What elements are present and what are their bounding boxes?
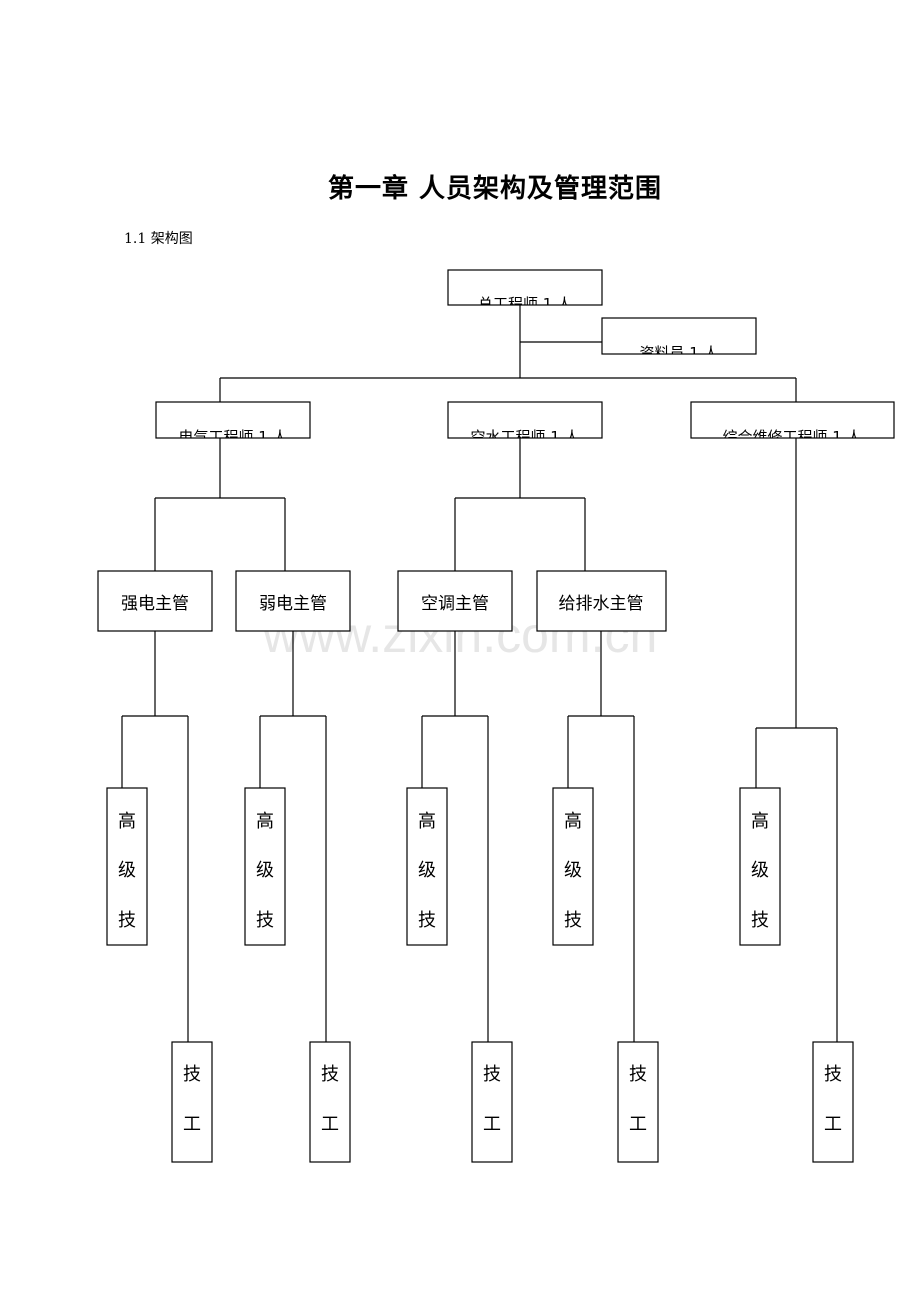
section-heading: 1.1 架构图 (124, 228, 193, 248)
air-conditioning-supervisor-label: 空调主管 (421, 594, 489, 614)
water-supply-drainage-supervisor-label: 给排水主管 (559, 594, 644, 614)
technician-char: 技 (321, 1064, 339, 1085)
hvac-plumbing-engineer-label: 空水工程师 1 人 (470, 428, 579, 446)
senior-tech-char: 级 (256, 860, 274, 881)
senior-technician-node: 高 级 技 (552, 787, 594, 946)
hvac-plumbing-engineer-node: 空水工程师 1 人 (447, 401, 603, 446)
senior-technician-node: 高 级 技 (106, 787, 148, 946)
water-supply-drainage-supervisor-node: 给排水主管 (536, 570, 667, 632)
maintenance-engineer-label: 综合维修工程师 1 人 (722, 428, 861, 446)
weak-current-supervisor-node: 弱电主管 (235, 570, 351, 632)
technician-char: 技 (629, 1064, 647, 1085)
section-number: 1.1 (124, 231, 147, 247)
connector-lines (121, 305, 838, 1042)
senior-tech-char: 技 (256, 910, 274, 931)
strong-current-supervisor-label: 强电主管 (121, 594, 189, 614)
technician-node: 技 工 (309, 1041, 351, 1163)
maintenance-engineer-node: 综合维修工程师 1 人 (690, 401, 895, 446)
electrical-engineer-node: 电气工程师 1 人 (155, 401, 311, 446)
senior-tech-char: 高 (564, 811, 582, 832)
clerk-label: 资料员 1 人 (639, 344, 718, 362)
technician-char: 工 (483, 1114, 501, 1135)
section-title: 架构图 (150, 231, 193, 247)
senior-technician-node: 高 级 技 (244, 787, 286, 946)
senior-tech-char: 技 (751, 910, 769, 931)
technician-node: 技 工 (812, 1041, 854, 1163)
chief-engineer-label: 总工程师 1 人 (478, 295, 572, 313)
senior-tech-char: 高 (418, 811, 436, 832)
technician-char: 工 (183, 1114, 201, 1135)
technician-node: 技 工 (617, 1041, 659, 1163)
senior-technician-node: 高 级 技 (406, 787, 448, 946)
technician-char: 工 (629, 1114, 647, 1135)
technician-char: 工 (824, 1114, 842, 1135)
air-conditioning-supervisor-node: 空调主管 (397, 570, 513, 632)
page-title: 第一章 人员架构及管理范围 (327, 174, 663, 204)
senior-technician-node: 高 级 技 (739, 787, 781, 946)
chief-engineer-node: 总工程师 1 人 (447, 269, 603, 313)
senior-tech-char: 技 (418, 910, 436, 931)
technician-node: 技 工 (471, 1041, 513, 1163)
weak-current-supervisor-label: 弱电主管 (259, 594, 327, 614)
senior-tech-char: 级 (418, 860, 436, 881)
senior-tech-char: 高 (751, 811, 769, 832)
senior-tech-char: 级 (751, 860, 769, 881)
technician-node: 技 工 (171, 1041, 213, 1163)
technician-char: 技 (183, 1064, 201, 1085)
electrical-engineer-label: 电气工程师 1 人 (178, 428, 287, 446)
technician-char: 技 (483, 1064, 501, 1085)
senior-tech-char: 高 (256, 811, 274, 832)
strong-current-supervisor-node: 强电主管 (97, 570, 213, 632)
technician-char: 工 (321, 1114, 339, 1135)
technician-char: 技 (824, 1064, 842, 1085)
clerk-node: 资料员 1 人 (601, 317, 757, 362)
senior-tech-char: 级 (564, 860, 582, 881)
senior-tech-char: 技 (564, 910, 582, 931)
senior-tech-char: 高 (118, 811, 136, 832)
senior-tech-char: 级 (118, 860, 136, 881)
senior-tech-char: 技 (118, 910, 136, 931)
